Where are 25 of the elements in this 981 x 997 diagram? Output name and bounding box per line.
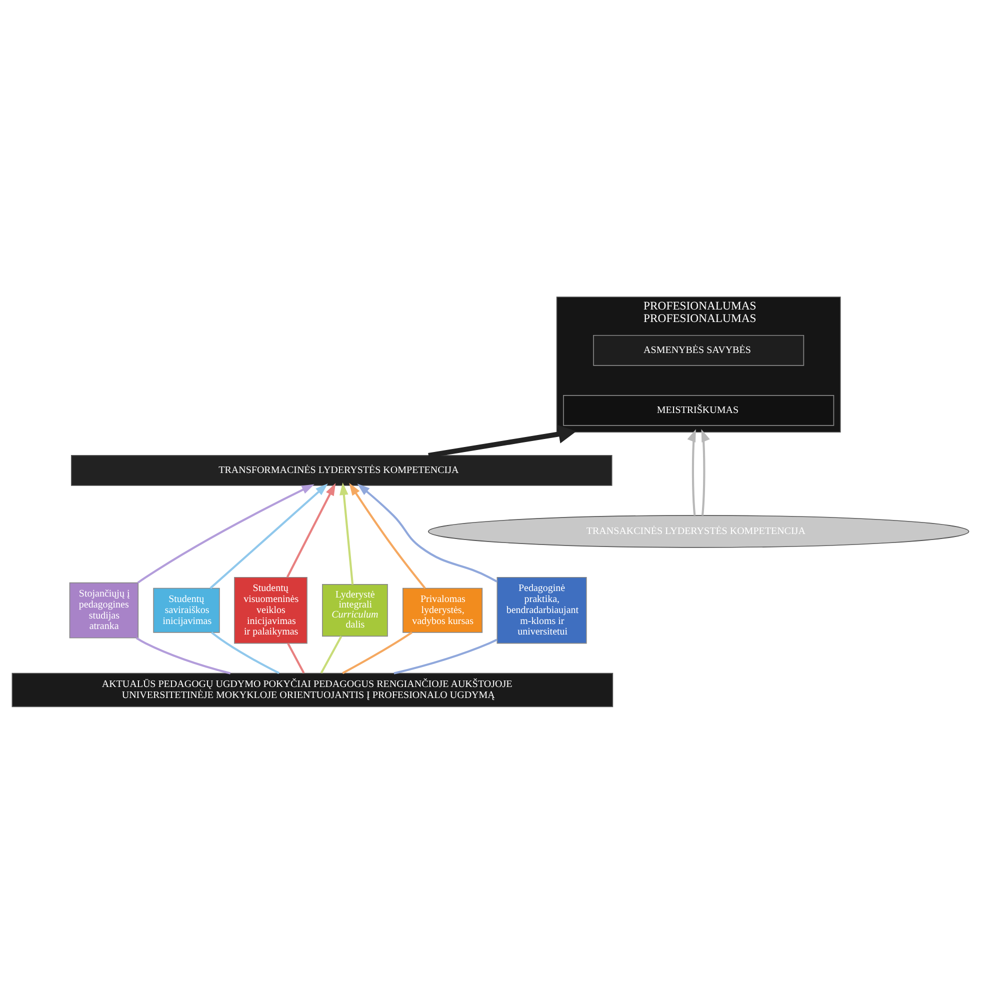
node-box: Stojančiųjų į pedagogines studijas atranka bbox=[69, 582, 139, 638]
arrow bbox=[286, 483, 336, 578]
node-box: TRANSFORMACINĖS LYDERYSTĖS KOMPETENCIJA bbox=[70, 455, 612, 486]
connector bbox=[320, 636, 342, 674]
arrow bbox=[349, 482, 426, 589]
arrow bbox=[428, 424, 576, 458]
node-box: Lyderystė integrali Curriculum dalis bbox=[322, 584, 388, 637]
arrow bbox=[701, 429, 710, 516]
arrow bbox=[357, 484, 498, 582]
arrow bbox=[210, 484, 328, 589]
connector bbox=[210, 632, 280, 674]
node-box: Privalomas lyderystės, vadybos kursas bbox=[402, 588, 483, 633]
node-box: AKTUALŪS PEDAGOGŲ UGDYMO POKYČIAI PEDAGOGUS RENGIANČIOJE AUKŠTOJOJE UNIVERSITETINĖJE MOKYKLOJE ORIENTUOJANTIS Į PROFESIONALO UGDYMĄ bbox=[12, 672, 614, 708]
arrow bbox=[137, 484, 314, 584]
connector bbox=[342, 632, 412, 674]
connector bbox=[287, 642, 305, 674]
node-box: Studentų saviraiškos inicijavimas bbox=[153, 588, 220, 633]
node-box: Pedagoginė praktika, bendradarbiaujant m-kloms ir universitetui bbox=[496, 576, 587, 644]
node-box: MEISTRIŠKUMAS bbox=[563, 395, 834, 426]
node-box: ASMENYBĖS SAVYBĖS bbox=[593, 334, 804, 366]
node-box: Studentų visuomeninės veiklos inicijavimas ir palaikymas bbox=[234, 576, 308, 644]
connector bbox=[394, 638, 498, 674]
connector bbox=[136, 637, 231, 674]
arrow bbox=[340, 482, 354, 585]
arrow bbox=[687, 429, 696, 516]
